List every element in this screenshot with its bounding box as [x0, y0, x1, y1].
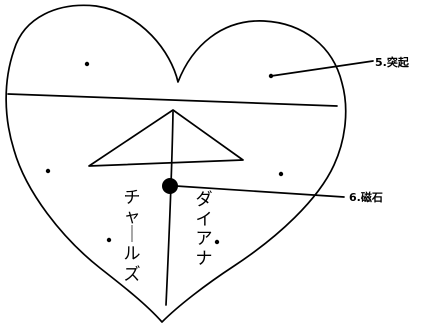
diana-char: ダ [196, 190, 213, 210]
diana-char: ア [196, 229, 213, 249]
triangle [88, 109, 244, 167]
charles-vertical-text: チ ャ ｜ ル ズ [124, 188, 141, 285]
diana-char: イ [196, 210, 213, 230]
charles-char: チ [124, 188, 141, 208]
diana-char: ナ [196, 249, 213, 269]
magnet-label: 6.磁石 [349, 190, 383, 204]
charles-char: ル [124, 244, 141, 264]
protrusion-label: 5.突起 [375, 55, 410, 69]
dot-lower-left [106, 237, 112, 243]
charles-char: ズ [124, 265, 141, 285]
diana-vertical-text: ダ イ ア ナ [196, 190, 213, 269]
heart-outline [5, 4, 347, 323]
dot-middle-right [278, 171, 284, 177]
dot-middle-left [45, 168, 51, 174]
protrusion-leader-line [270, 60, 374, 77]
magnet-leader-line [175, 185, 345, 198]
separation-line [7, 93, 338, 107]
magnet-dot [162, 178, 178, 194]
dot-upper-left [84, 61, 90, 67]
dot-upper-right [268, 73, 274, 79]
center-line [165, 111, 174, 306]
dot-lower-right [214, 239, 220, 245]
charles-char: ャ [124, 207, 141, 227]
charles-char: ｜ [124, 225, 141, 245]
